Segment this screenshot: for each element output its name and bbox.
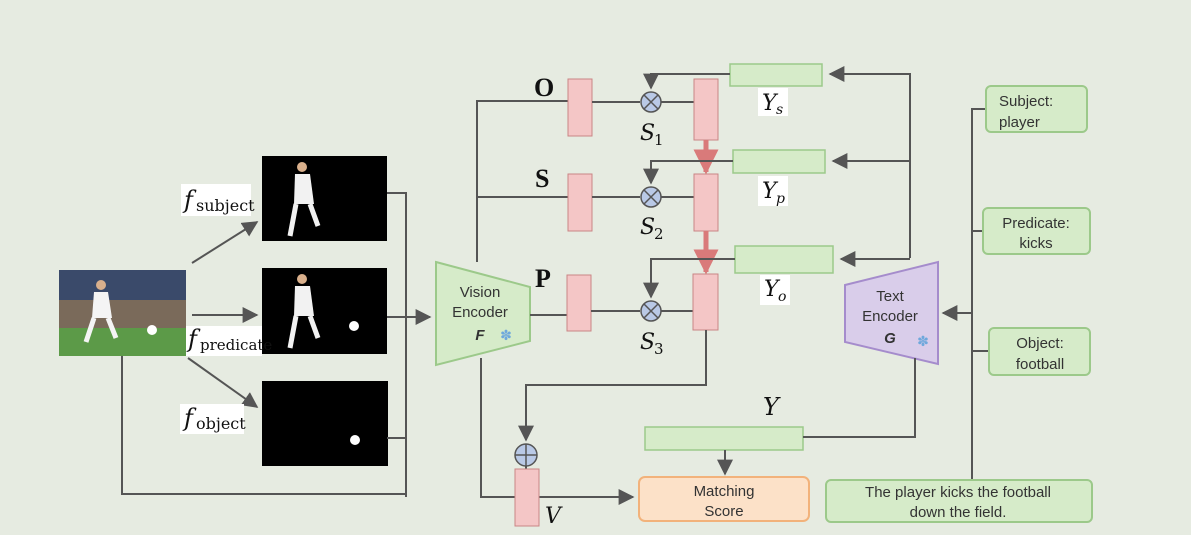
svg-text:Predicate:: Predicate: (1002, 215, 1070, 232)
label-Yp: Y p (758, 176, 788, 207)
object-mask-image (262, 381, 388, 466)
label-f-predicate: f predicate (186, 325, 272, 356)
prompt-subject: Subject: player (985, 85, 1088, 133)
svg-text:Encoder: Encoder (452, 304, 508, 321)
svg-text:down the field.: down the field. (910, 504, 1007, 521)
multiplier-node-1 (640, 91, 662, 113)
prompt-predicate: Predicate: kicks (982, 207, 1091, 255)
multiplier-node-3 (640, 300, 662, 322)
fused-block-2 (693, 173, 719, 232)
feature-block-P (566, 274, 592, 332)
label-V: V (545, 504, 563, 529)
fused-block-1 (693, 78, 719, 141)
label-S1: S 1 (640, 121, 664, 149)
caption-box: The player kicks the football down the f… (825, 479, 1093, 523)
global-visual-feature (514, 468, 540, 527)
text-feature-Yp (732, 149, 826, 174)
svg-text:football: football (1016, 356, 1064, 373)
svg-text:Subject:: Subject: (999, 93, 1053, 110)
yo-to-mult3 (643, 258, 735, 299)
svg-text:S: S (640, 121, 655, 146)
prompt-merge-lines (941, 108, 989, 480)
svg-text:Vision: Vision (460, 284, 501, 301)
sum-node (514, 443, 538, 467)
svg-text:Text: Text (876, 288, 904, 305)
text-feature-Ys (729, 63, 823, 87)
svg-text:G: G (884, 330, 896, 347)
svg-text:Y: Y (762, 91, 779, 116)
svg-text:kicks: kicks (1019, 235, 1052, 252)
label-O: O (534, 73, 554, 102)
label-S: S (535, 164, 549, 193)
label-S2: S 2 (640, 215, 664, 243)
subject-mask-image (262, 156, 387, 241)
text-feature-Yo (734, 245, 834, 274)
snowflake-icon: ✽ (500, 328, 512, 344)
svg-text:3: 3 (654, 340, 664, 358)
feature-block-O (567, 78, 593, 137)
predicate-mask-image (262, 268, 387, 354)
label-Ys: Y s (758, 88, 788, 118)
svg-text:S: S (640, 330, 655, 355)
svg-text:player: player (999, 114, 1040, 131)
text-encoder-to-Y (803, 358, 916, 438)
mask-merge-lines (121, 192, 432, 497)
input-image (59, 270, 186, 356)
arrow-to-subject (191, 221, 259, 264)
svg-text:p: p (776, 191, 785, 207)
svg-text:s: s (776, 102, 783, 118)
label-f-subject: f subject (181, 184, 255, 216)
fused-block-3 (692, 273, 719, 331)
text-encoder-output-lines (828, 66, 911, 267)
svg-text:Score: Score (704, 503, 743, 520)
vision-output-lines (476, 100, 635, 505)
matching-score-box: Matching Score (638, 476, 810, 522)
yp-to-mult2 (643, 160, 733, 185)
label-f-object: f object (180, 404, 246, 434)
svg-text:object: object (196, 414, 246, 433)
svg-text:Matching: Matching (694, 483, 755, 500)
vision-encoder: Vision Encoder F ✽ (435, 260, 531, 367)
svg-text:2: 2 (654, 225, 664, 243)
label-S3: S 3 (640, 330, 664, 358)
label-Yo: Y o (760, 275, 790, 305)
svg-text:F: F (475, 327, 485, 344)
svg-text:Y: Y (764, 277, 781, 302)
label-P: P (535, 264, 551, 293)
feature-block-S (567, 173, 593, 232)
svg-text:1: 1 (654, 131, 664, 149)
svg-text:Y: Y (762, 179, 779, 204)
svg-text:S: S (640, 215, 655, 240)
text-encoder: Text Encoder G ✽ (844, 260, 939, 366)
prompt-object: Object: football (988, 327, 1091, 376)
global-text-feature (644, 426, 804, 451)
svg-text:o: o (778, 289, 786, 305)
arrow-to-object (187, 357, 259, 408)
snowflake-icon: ✽ (917, 334, 929, 350)
svg-text:Object:: Object: (1016, 335, 1064, 352)
svg-text:subject: subject (196, 196, 255, 215)
fused3-to-sum (518, 330, 707, 442)
label-Y: Y (763, 393, 781, 421)
multiplier-node-2 (640, 186, 662, 208)
svg-text:The player kicks the football: The player kicks the football (865, 484, 1051, 501)
svg-text:Encoder: Encoder (862, 308, 918, 325)
ys-to-mult1 (643, 73, 730, 90)
svg-text:predicate: predicate (200, 336, 272, 354)
